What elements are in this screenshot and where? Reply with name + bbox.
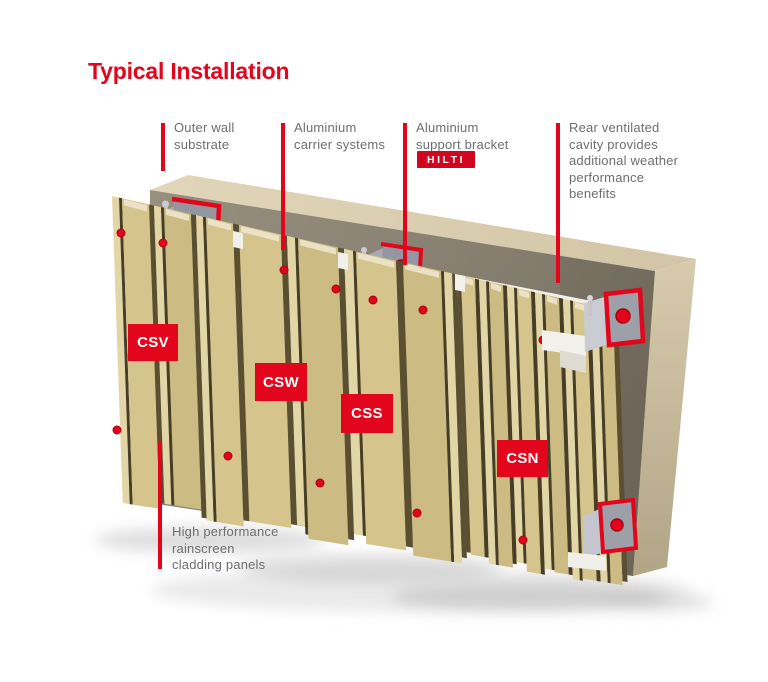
page-title: Typical Installation [88,58,290,84]
support-bracket-3 [584,287,646,352]
fastener-dot [418,305,428,315]
fastener-dot [518,535,528,545]
fastener-dot [331,284,341,294]
fastener-dot [368,295,378,305]
fastener-dot [279,265,289,275]
fastener-dot [223,451,233,461]
panel-label-csw: CSW [255,363,307,401]
carrier-rail-glimpse [233,231,465,292]
panel-label-css: CSS [341,394,393,433]
fastener-dot [412,508,422,518]
support-bracket-4 [568,497,639,571]
fastener-dots [112,228,548,545]
fastener-dot [158,238,168,248]
carrier-rail-end [542,330,586,373]
fastener-dot [112,425,122,435]
hilti-logo: HILTI [417,151,475,168]
fastener-dot [315,478,325,488]
panel-label-csn: CSN [497,440,548,477]
ground-shadow [95,527,713,612]
panel-label-csv: CSV [128,324,178,361]
cladding-panels [112,196,628,586]
fastener-dot [116,228,126,238]
